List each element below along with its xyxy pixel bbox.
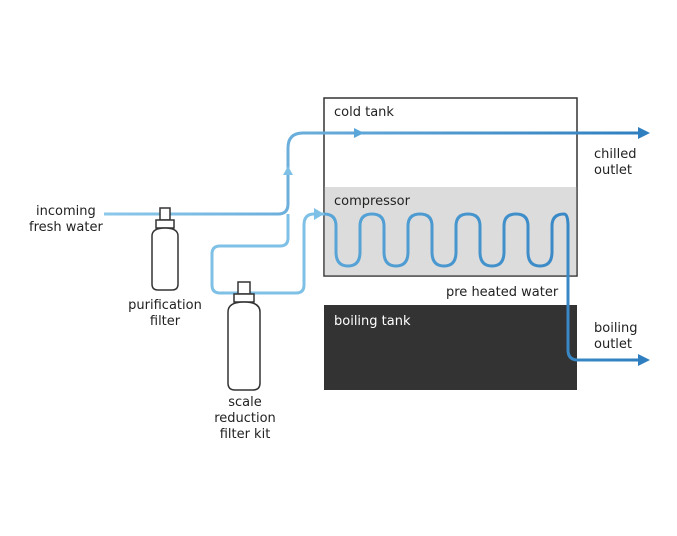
cold-line-arrow-icon	[354, 128, 364, 138]
boiling-tank	[324, 305, 577, 390]
pre-heated-label: pre heated water	[446, 285, 559, 300]
purification-label-2: filter	[150, 314, 181, 329]
chilled-arrow-icon	[638, 127, 650, 139]
up-arrow-icon	[283, 166, 293, 175]
purification-label-1: purification	[128, 298, 202, 313]
incoming-label-1: incoming	[36, 204, 96, 219]
incoming-label-2b: fresh water	[29, 220, 103, 235]
purification-filter-icon	[151, 207, 179, 291]
compressor-band	[324, 187, 577, 276]
boiling-arrow-icon	[638, 354, 650, 366]
chilled-label-2: outlet	[594, 163, 632, 178]
cold-tank-label: cold tank	[334, 105, 394, 120]
compressor-label: compressor	[334, 194, 411, 209]
boiling-tank-label: boiling tank	[334, 314, 411, 329]
scale-filter-icon	[227, 281, 261, 391]
compressor-coil	[323, 212, 640, 362]
scale-label-3: filter kit	[220, 427, 271, 442]
boiling-label-2: outlet	[594, 337, 632, 352]
scale-label-1: scale	[228, 395, 262, 410]
scale-label-2: reduction	[214, 411, 276, 426]
branch-to-scale-filter	[210, 212, 324, 295]
incoming-pipe	[104, 131, 640, 216]
coil-entry-arrow-icon	[314, 208, 324, 220]
chilled-label-1: chilled	[594, 147, 636, 162]
boiling-label-1: boiling	[594, 321, 638, 336]
